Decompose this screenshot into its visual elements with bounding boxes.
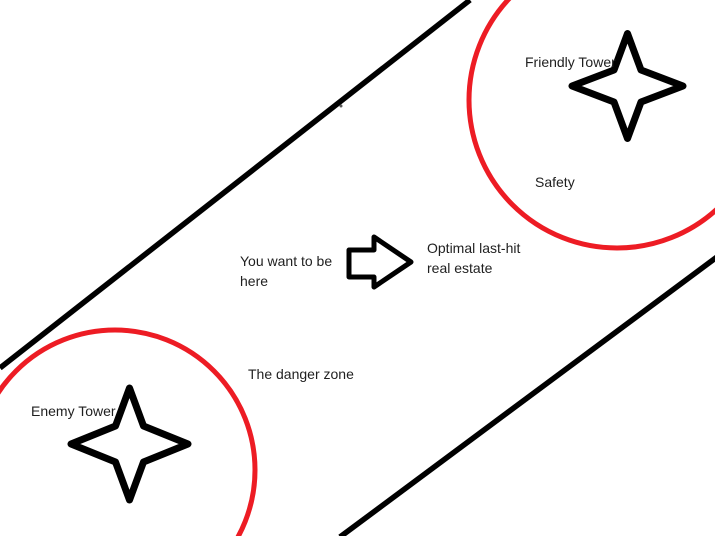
enemy-tower-star-icon	[67, 384, 192, 504]
danger-zone-label: The danger zone	[248, 366, 354, 382]
friendly-tower-star-icon	[568, 30, 687, 142]
lane-line-lower	[338, 255, 715, 536]
enemy-tower-range-circle	[0, 327, 258, 536]
friendly-tower-range-circle	[466, 0, 715, 251]
safety-label: Safety	[535, 174, 575, 190]
enemy-tower-label: Enemy Tower	[31, 403, 116, 419]
lane-line-upper	[0, 0, 472, 371]
optimal-last-hit-label: Optimal last-hit real estate	[427, 240, 521, 276]
friendly-tower-label: Friendly Tower	[525, 54, 616, 70]
right-block-arrow-icon	[346, 234, 414, 290]
stray-dot	[339, 104, 343, 108]
you-want-to-be-here-label: You want to be here	[240, 253, 333, 289]
